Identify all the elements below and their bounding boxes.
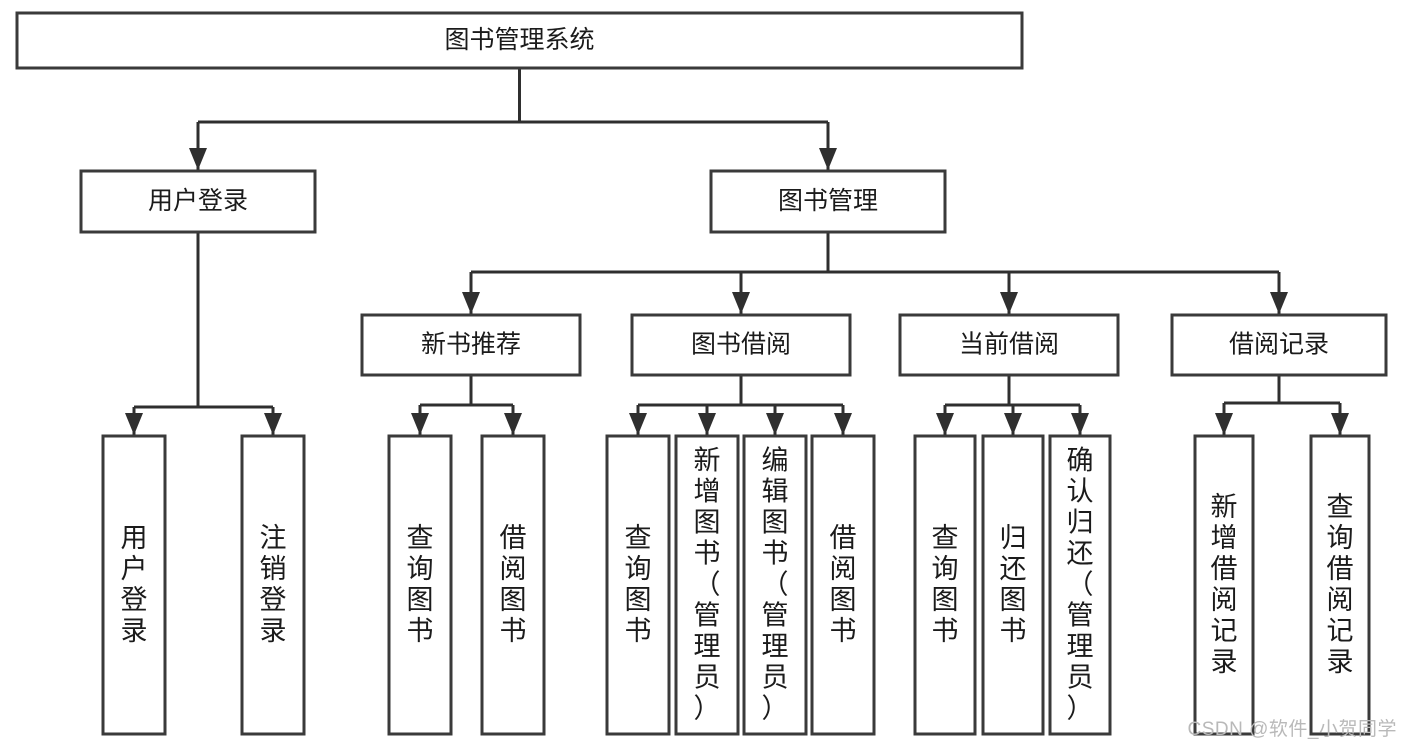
node-leaf-query-borrow-record-box[interactable] [1309,434,1371,736]
connector-arrow-icon [698,413,716,435]
connector-arrow-icon [766,413,784,435]
node-leaf-query-book-recommend-label: 查询图书 [407,523,434,646]
node-leaf-borrow-book-recommend-box[interactable] [480,434,546,736]
node-book-management[interactable]: 图书管理 [709,169,947,234]
node-leaf-edit-book-admin-box[interactable] [742,434,808,736]
connector-arrow-icon [1331,413,1349,435]
node-book-borrow-box[interactable] [630,313,852,377]
node-leaf-query-book-recommend[interactable]: 查询图书 [387,434,453,736]
node-root-root-label: 图书管理系统 [444,26,594,54]
node-leaf-logout-label: 注销登录 [260,523,287,646]
connector-arrow-icon [936,413,954,435]
node-leaf-confirm-return-admin-box[interactable] [1048,434,1112,736]
node-current-borrow-label: 当前借阅 [959,331,1059,359]
node-book-management-label: 图书管理 [778,187,878,215]
node-leaf-query-borrow-record[interactable]: 查询借阅记录 [1309,434,1371,736]
connector-arrow-icon [1270,292,1288,314]
node-leaf-user-login[interactable]: 用户登录 [101,434,167,736]
node-book-borrow-label: 图书借阅 [691,331,791,359]
node-leaf-borrow-book-recommend[interactable]: 借阅图书 [480,434,546,736]
connector-arrow-icon [125,413,143,435]
node-book-borrow[interactable]: 图书借阅 [630,313,852,377]
node-leaf-confirm-return-admin[interactable]: 确认归还（管理员） [1048,434,1112,736]
connector-arrow-icon [504,413,522,435]
node-leaf-query-book-borrow-label: 查询图书 [625,523,652,646]
node-leaf-borrow-book-box[interactable] [810,434,876,736]
connector-arrow-icon [1000,292,1018,314]
node-borrow-record[interactable]: 借阅记录 [1170,313,1388,377]
node-leaf-borrow-book[interactable]: 借阅图书 [810,434,876,736]
node-leaf-query-book-current[interactable]: 查询图书 [913,434,977,736]
node-boxes-layer: 图书管理系统用户登录图书管理新书推荐图书借阅当前借阅借阅记录用户登录注销登录查询… [15,11,1388,736]
csdn-watermark: CSDN @软件_小贺同学 [1187,719,1397,740]
node-new-book-recommend[interactable]: 新书推荐 [360,313,582,377]
node-leaf-add-borrow-record-label: 新增借阅记录 [1211,492,1238,677]
node-new-book-recommend-label: 新书推荐 [421,331,521,359]
node-leaf-return-book-box[interactable] [981,434,1045,736]
connector-lines-layer [125,68,1349,435]
node-user-login-box[interactable] [79,169,317,234]
connector-arrow-icon [411,413,429,435]
node-leaf-borrow-book-label: 借阅图书 [830,523,857,646]
connector-arrow-icon [1071,413,1089,435]
node-leaf-confirm-return-admin-label: 确认归还（管理员） [1067,446,1094,724]
node-leaf-add-book-admin-label: 新增图书（管理员） [694,446,721,724]
node-leaf-return-book[interactable]: 归还图书 [981,434,1045,736]
connector-arrow-icon [629,413,647,435]
connector-arrow-icon [732,292,750,314]
node-leaf-query-book-recommend-box[interactable] [387,434,453,736]
node-leaf-add-book-admin[interactable]: 新增图书（管理员） [674,434,740,736]
node-leaf-return-book-label: 归还图书 [1000,523,1027,646]
connector-arrow-icon [462,292,480,314]
node-leaf-user-login-box[interactable] [101,434,167,736]
node-user-login-label: 用户登录 [148,187,248,215]
node-root-root-box[interactable] [15,11,1024,70]
connector-arrow-icon [189,148,207,170]
node-leaf-borrow-book-recommend-label: 借阅图书 [500,523,527,646]
node-user-login[interactable]: 用户登录 [79,169,317,234]
connector-arrow-icon [819,148,837,170]
node-leaf-add-borrow-record-box[interactable] [1193,434,1255,736]
node-borrow-record-label: 借阅记录 [1229,331,1329,359]
node-leaf-query-book-current-box[interactable] [913,434,977,736]
node-leaf-query-borrow-record-label: 查询借阅记录 [1327,492,1354,677]
node-borrow-record-box[interactable] [1170,313,1388,377]
connector-arrow-icon [834,413,852,435]
node-leaf-query-book-borrow-box[interactable] [605,434,671,736]
node-leaf-logout-box[interactable] [240,434,306,736]
node-current-borrow[interactable]: 当前借阅 [898,313,1120,377]
connector-arrow-icon [1004,413,1022,435]
node-book-management-box[interactable] [709,169,947,234]
node-new-book-recommend-box[interactable] [360,313,582,377]
node-leaf-logout[interactable]: 注销登录 [240,434,306,736]
node-leaf-edit-book-admin-label: 编辑图书（管理员） [762,446,789,724]
connector-arrow-icon [1215,413,1233,435]
connector-arrow-icon [264,413,282,435]
node-current-borrow-box[interactable] [898,313,1120,377]
node-leaf-add-borrow-record[interactable]: 新增借阅记录 [1193,434,1255,736]
node-leaf-user-login-label: 用户登录 [121,523,148,646]
node-leaf-add-book-admin-box[interactable] [674,434,740,736]
node-leaf-query-book-borrow[interactable]: 查询图书 [605,434,671,736]
node-leaf-edit-book-admin[interactable]: 编辑图书（管理员） [742,434,808,736]
node-root-root[interactable]: 图书管理系统 [15,11,1024,70]
node-leaf-query-book-current-label: 查询图书 [932,523,959,646]
